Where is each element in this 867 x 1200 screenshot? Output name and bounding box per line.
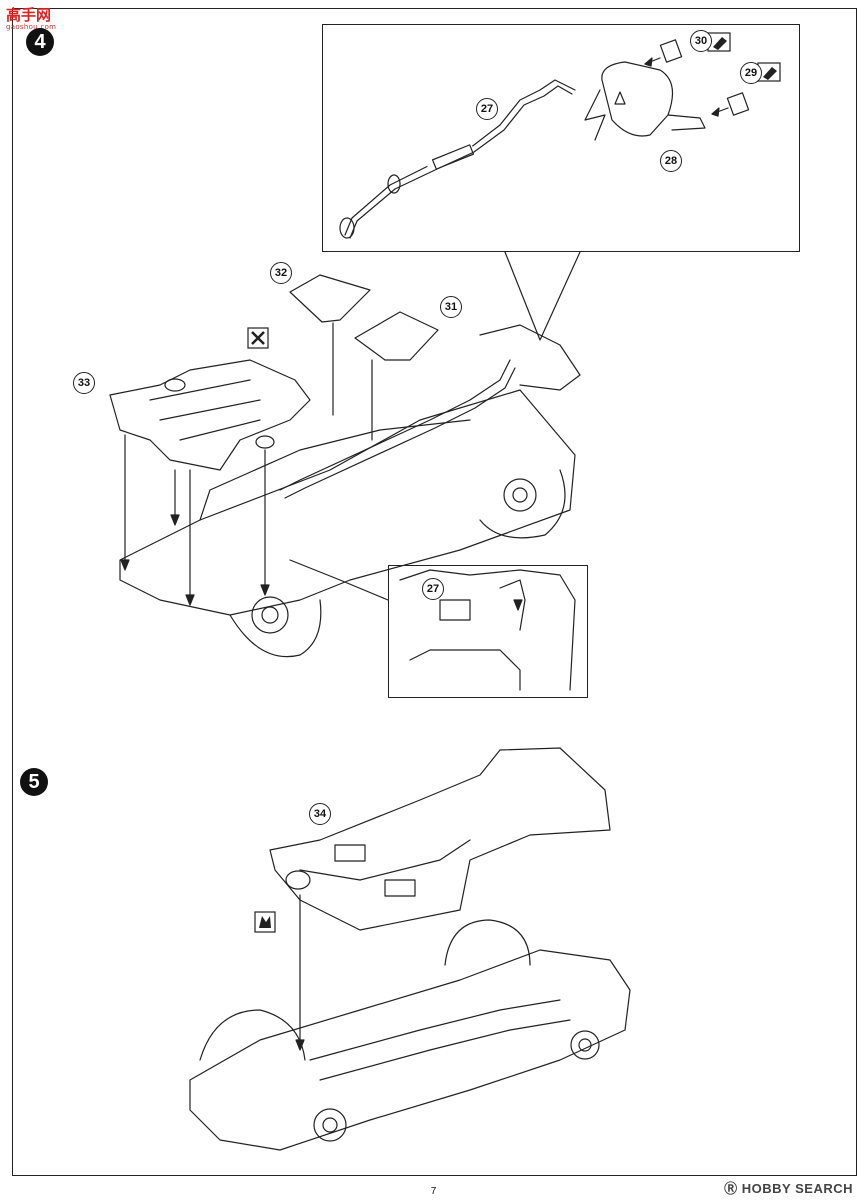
exhaust-pipe-27 — [344, 79, 576, 236]
step-5-marker: 5 — [20, 768, 48, 796]
floor-pan-34 — [269, 747, 611, 931]
under-tray-33 — [109, 359, 311, 471]
logo-text: 高手网 — [6, 6, 52, 24]
callout-27-inset: 27 — [422, 578, 444, 600]
rear-wheel-arch — [479, 469, 566, 539]
callout-28-label: 28 — [664, 155, 678, 167]
watermark-mark: Ⓡ — [724, 1181, 738, 1196]
pipe-detail-part — [439, 599, 471, 621]
tool-icons — [247, 32, 781, 933]
callout-28: 28 — [660, 150, 682, 172]
exhaust-run — [279, 359, 511, 491]
callout-31: 31 — [440, 296, 462, 318]
callout-32: 32 — [270, 262, 292, 284]
logo-subtext: gaoshou.com — [6, 23, 57, 31]
inset-pointer — [504, 251, 581, 341]
panel-31 — [354, 311, 439, 361]
callout-33-label: 33 — [77, 377, 91, 389]
chassis-step4 — [119, 389, 576, 616]
rubber-mount-29 — [726, 92, 750, 116]
muffler-28 — [601, 61, 674, 137]
pipe-detail-inset — [388, 565, 588, 698]
callout-27-inset-label: 27 — [426, 583, 440, 595]
step-5-label: 5 — [28, 770, 40, 793]
callout-27: 27 — [476, 98, 498, 120]
watermark-text: HOBBY SEARCH — [741, 1181, 853, 1196]
hobby-search-watermark: Ⓡ HOBBY SEARCH — [724, 1178, 853, 1197]
callout-29-label: 29 — [744, 67, 758, 79]
front-wheel-house — [199, 1009, 306, 1061]
rear-wheel-house — [444, 919, 531, 966]
front-wheel-arch — [229, 599, 322, 658]
chassis-step5 — [189, 949, 631, 1151]
rubber-mount-30 — [659, 39, 683, 63]
callout-29: 29 — [740, 62, 762, 84]
callout-33: 33 — [73, 372, 95, 394]
page-number: 7 — [430, 1186, 437, 1197]
step-4-marker: 4 — [26, 28, 54, 56]
panel-32 — [289, 274, 371, 323]
callout-30-label: 30 — [694, 35, 708, 47]
callout-31-label: 31 — [444, 301, 458, 313]
page-frame — [12, 8, 857, 1176]
site-logo: 高手网 gaoshou.com — [6, 4, 56, 31]
muffler-installed — [479, 324, 581, 391]
step-4-label: 4 — [34, 30, 46, 53]
callout-27-label: 27 — [480, 103, 494, 115]
callout-30: 30 — [690, 30, 712, 52]
callout-34: 34 — [309, 803, 331, 825]
exhaust-detail-inset — [322, 24, 800, 252]
callout-32-label: 32 — [274, 267, 288, 279]
callout-34-label: 34 — [313, 808, 327, 820]
